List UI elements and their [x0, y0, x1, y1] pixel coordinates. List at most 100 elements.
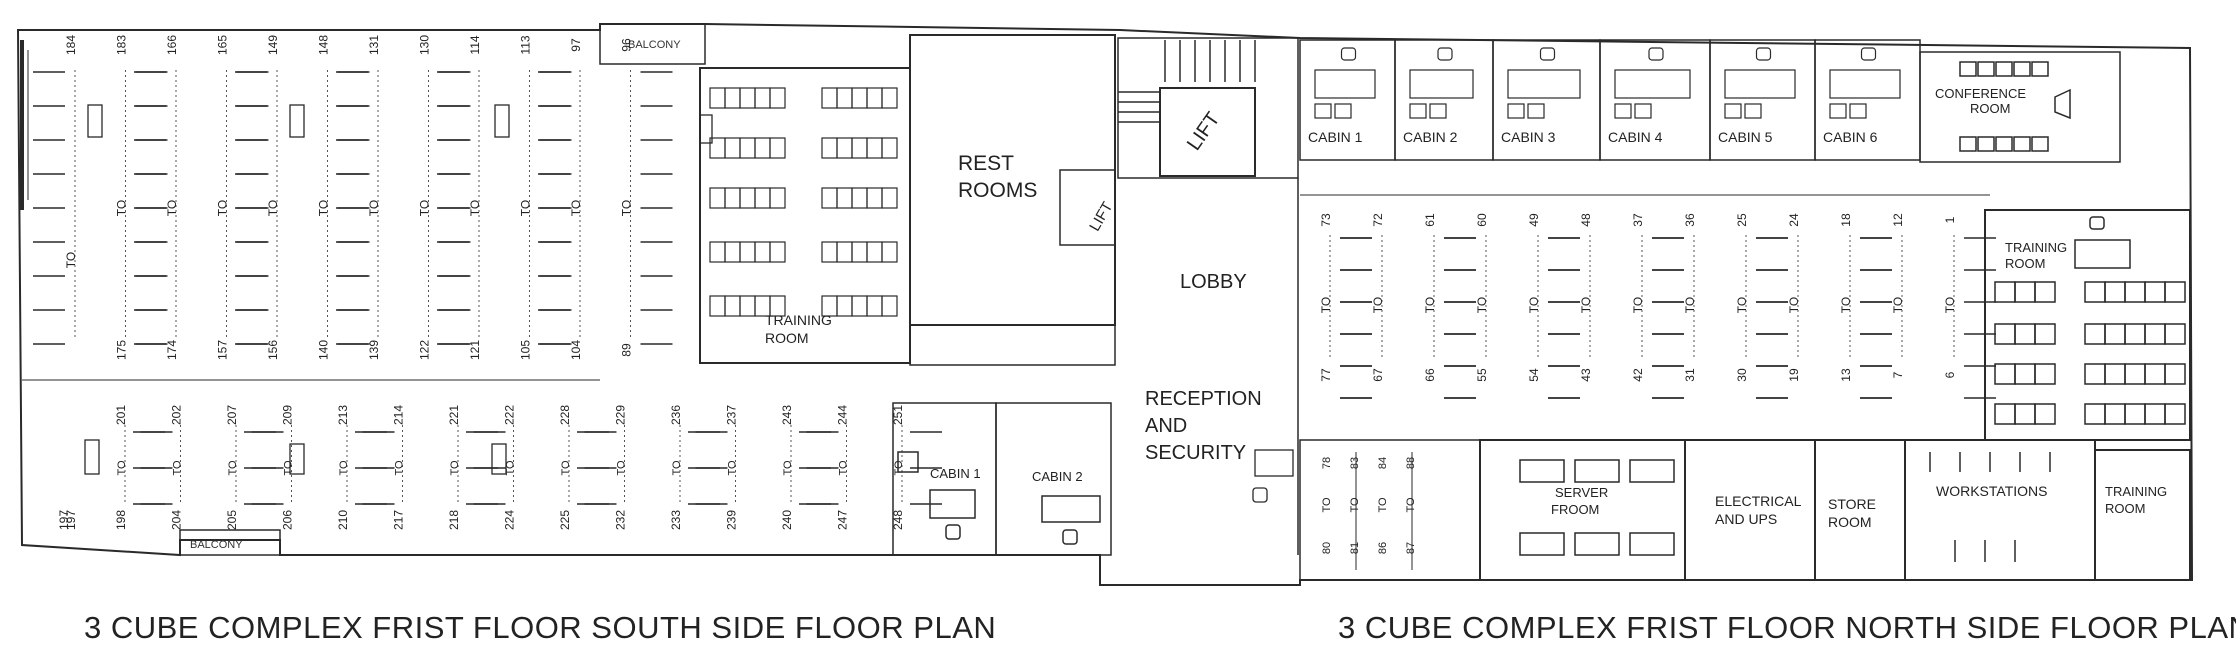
- seat-connector-to: TO: [1735, 297, 1749, 313]
- training-desk: [851, 241, 868, 263]
- reception-label-2: AND: [1145, 415, 1187, 437]
- seat-number-bottom: 218: [447, 510, 461, 530]
- pillar: [87, 104, 103, 138]
- seat-connector-to: TO: [1579, 297, 1593, 313]
- seat-number-top: 244: [836, 405, 850, 425]
- conference-chair: [2031, 136, 2049, 152]
- seat-connector-to: TO: [172, 460, 184, 476]
- south-lower-cubicles: 201TO198202TO204207TO205209TO206213TO210…: [57, 405, 942, 530]
- seat-number-top: 83: [1349, 457, 1361, 469]
- training-desk: [881, 295, 898, 317]
- stairs-and-lift: LIFT: [1117, 37, 1299, 179]
- seat-number-bottom: 206: [281, 510, 295, 530]
- conference-chair: [2013, 136, 2031, 152]
- cabin-chair: [1648, 47, 1664, 61]
- conference-chair: [1959, 61, 1977, 77]
- training-desk: [851, 187, 868, 209]
- training-desk: [1994, 281, 2016, 303]
- training-desk: [866, 295, 883, 317]
- seat-number-bottom: 54: [1527, 368, 1541, 382]
- south-cabin-1-label: CABIN 1: [930, 466, 981, 481]
- training-desk: [2014, 281, 2036, 303]
- server-room-label-1: SERVER: [1555, 485, 1608, 500]
- electrical-label-1: ELECTRICAL: [1715, 493, 1802, 509]
- seat-connector-to: TO: [1631, 297, 1645, 313]
- cabin-guest-chair: [1334, 103, 1352, 119]
- cabin-label: CABIN 3: [1501, 129, 1556, 145]
- seat-number-top: 222: [503, 405, 517, 425]
- seat-connector-to: TO: [115, 200, 129, 216]
- seat-number-top: 214: [392, 405, 406, 425]
- cabin-chair: [1860, 47, 1877, 61]
- seat-connector-to: TO: [616, 460, 628, 476]
- seat-connector-to: TO: [165, 200, 179, 216]
- seat-number-top: 1: [1943, 216, 1957, 223]
- seat-number-top: 88: [1405, 457, 1417, 469]
- store-room: STORE ROOM: [1814, 439, 1906, 581]
- cabin-desk: [1409, 69, 1474, 99]
- seat-connector-to: TO: [782, 460, 794, 476]
- seat-connector-to: TO: [1321, 497, 1333, 513]
- seat-number-bottom: 217: [392, 510, 406, 530]
- conference-chair: [2031, 61, 2049, 77]
- seat-number-top: 114: [468, 35, 482, 54]
- training-desk: [739, 187, 756, 209]
- seat-number-top: 237: [725, 405, 739, 425]
- training-desk: [836, 137, 853, 159]
- seat-number-top: 149: [266, 35, 280, 55]
- floor-plan: BALCONY BALCONY 184TO197183TO175166TO174…: [16, 23, 2194, 586]
- seat-number-bottom: 198: [114, 510, 128, 530]
- training-desk: [739, 241, 756, 263]
- seat-connector-to: TO: [449, 460, 461, 476]
- seat-number-bottom: 67: [1371, 368, 1385, 382]
- seat-number-bottom: 89: [620, 343, 634, 357]
- cabin-desk: [1614, 69, 1691, 99]
- training-desk: [1994, 323, 2016, 345]
- seat-number-bottom: 87: [1405, 542, 1417, 554]
- training-desk: [2124, 403, 2146, 425]
- training-desk: [2014, 363, 2036, 385]
- seat-number-197: 197: [57, 510, 71, 530]
- seat-connector-to: TO: [64, 252, 78, 268]
- pillar: [289, 104, 305, 138]
- seat-number-bottom: 239: [725, 510, 739, 530]
- seat-number-bottom: 232: [614, 510, 628, 530]
- cabin-guest-chair: [1829, 103, 1847, 119]
- training-desk: [709, 87, 726, 109]
- seat-number-bottom: 30: [1735, 368, 1749, 382]
- seat-number-top: 251: [891, 405, 905, 425]
- training-desk: [769, 241, 786, 263]
- seat-number-bottom: 197: [64, 510, 78, 530]
- training-desk: [836, 87, 853, 109]
- seat-connector-to: TO: [893, 460, 905, 476]
- training-desk: [739, 87, 756, 109]
- seat-connector-to: TO: [468, 200, 482, 216]
- training-desk: [754, 137, 771, 159]
- training-desk: [2124, 323, 2146, 345]
- seat-connector-to: TO: [1423, 297, 1437, 313]
- training-desk: [821, 187, 838, 209]
- seat-connector-to: TO: [418, 200, 432, 216]
- cabin-guest-chair: [1409, 103, 1427, 119]
- seat-number-top: 37: [1631, 213, 1645, 227]
- lift-label-small: LIFT: [1086, 199, 1116, 234]
- conference-chair: [1995, 136, 2013, 152]
- seat-number-bottom: 139: [367, 340, 381, 360]
- seat-number-top: 49: [1527, 213, 1541, 227]
- south-cabin-1: CABIN 1: [892, 402, 997, 556]
- seat-number-bottom: 43: [1579, 368, 1593, 382]
- training-desk: [754, 187, 771, 209]
- balcony-bottom-label: BALCONY: [190, 539, 243, 551]
- training-desk: [851, 87, 868, 109]
- seat-number-bottom: 104: [569, 340, 583, 360]
- training-desk: [724, 241, 741, 263]
- balcony-top-label: BALCONY: [628, 39, 681, 51]
- electrical-label-2: AND UPS: [1715, 511, 1777, 527]
- training-desk: [881, 137, 898, 159]
- training-desk: [2164, 403, 2186, 425]
- seat-number-bottom: 225: [558, 510, 572, 530]
- south-training-label-1: TRAINING: [765, 312, 832, 328]
- seat-connector-to: TO: [560, 460, 572, 476]
- workstations-area: WORKSTATIONS: [1904, 439, 2096, 581]
